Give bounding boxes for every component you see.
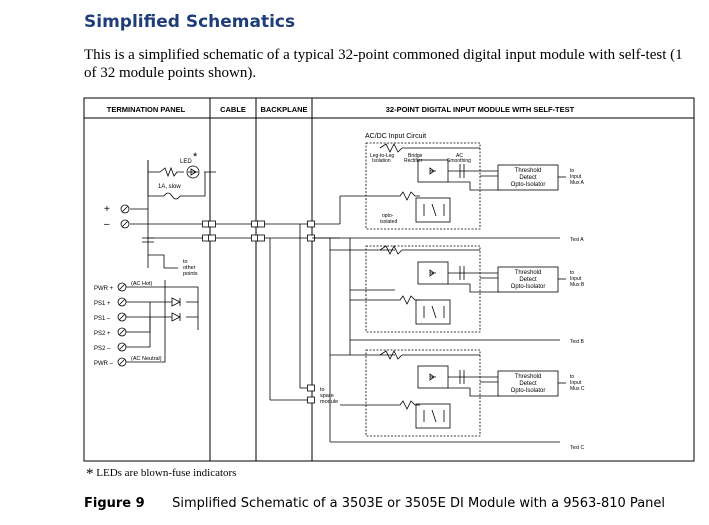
led-star: * bbox=[193, 151, 198, 163]
ps2-minus-label: PS2 – bbox=[94, 346, 111, 352]
ac-neutral-label: (AC Neutral) bbox=[131, 356, 162, 362]
opto-isolated-1: opto- bbox=[382, 213, 394, 219]
mux-b-1: to bbox=[570, 270, 574, 276]
test-a-label: Test A bbox=[570, 237, 584, 243]
test-b-label: Test B bbox=[570, 339, 585, 345]
threshold-box-c bbox=[497, 370, 559, 397]
fuse-label: 1A, slow bbox=[158, 184, 181, 190]
leg-isolation-1: Leg-to-Leg bbox=[370, 153, 394, 159]
mux-a-1: to bbox=[570, 168, 574, 174]
mux-c-2: Input bbox=[570, 380, 582, 386]
field-terminal-minus bbox=[120, 219, 130, 229]
header-backplane: BACKPLANE bbox=[260, 105, 307, 114]
threshold-c-1: Threshold bbox=[515, 374, 542, 380]
acdc-input-circuit-label: AC/DC Input Circuit bbox=[365, 133, 426, 140]
threshold-b-1: Threshold bbox=[515, 270, 542, 276]
threshold-box-b bbox=[497, 266, 559, 293]
led-label: LED bbox=[180, 159, 192, 165]
threshold-box-a bbox=[497, 164, 559, 191]
to-other-points-1: to bbox=[183, 259, 188, 265]
figure-number: Figure 9 bbox=[84, 496, 145, 511]
figure-title: Simplified Schematic of a 3503E or 3505E… bbox=[172, 496, 666, 511]
input-circuit-c bbox=[330, 349, 560, 443]
footnote-star: * bbox=[86, 466, 94, 482]
intro-paragraph: This is a simplified schematic of a typi… bbox=[84, 47, 683, 81]
figure-caption: Figure 9 Simplified Schematic of a 3503E… bbox=[84, 496, 665, 511]
signal-bus bbox=[148, 195, 395, 442]
mux-b-3: Mux B bbox=[570, 282, 585, 288]
mux-a-2: Input bbox=[570, 174, 582, 180]
bridge-rectifier-1: Bridge bbox=[408, 153, 423, 159]
field-terminal-plus bbox=[120, 204, 130, 214]
ps1-minus-label: PS1 – bbox=[94, 316, 111, 322]
ac-smoothing-2: Smoothing bbox=[447, 158, 471, 164]
footnote-text: LEDs are blown-fuse indicators bbox=[96, 467, 237, 479]
plus-sign: + bbox=[104, 204, 110, 215]
other-points-branch bbox=[142, 237, 178, 269]
opto-isolated-2: isolated bbox=[380, 219, 397, 225]
to-other-points-2: other bbox=[183, 265, 196, 271]
ac-hot-label: (AC Hot) bbox=[131, 281, 153, 287]
threshold-c-3: Opto-Isolator bbox=[511, 388, 546, 394]
pwr-minus-label: PWR – bbox=[94, 361, 114, 367]
to-spare-module-3: module bbox=[320, 399, 338, 405]
threshold-a-1: Threshold bbox=[515, 168, 542, 174]
to-spare-module-2: spare bbox=[320, 393, 334, 399]
mux-c-3: Mux C bbox=[570, 386, 585, 392]
ac-smoothing-1: AC bbox=[456, 153, 463, 159]
ps1-plus-label: PS1 + bbox=[94, 301, 111, 307]
mux-b-2: Input bbox=[570, 276, 582, 282]
header-termination-panel: TERMINATION PANEL bbox=[107, 105, 186, 114]
header-module: 32-POINT DIGITAL INPUT MODULE WITH SELF-… bbox=[386, 105, 575, 114]
footnote: * LEDs are blown-fuse indicators bbox=[86, 466, 236, 483]
threshold-c-2: Detect bbox=[519, 381, 537, 387]
ps2-plus-label: PS2 + bbox=[94, 331, 111, 337]
threshold-a-2: Detect bbox=[519, 175, 537, 181]
led-fuse-network bbox=[130, 160, 216, 240]
threshold-b-3: Opto-Isolator bbox=[511, 284, 546, 290]
input-circuit-a bbox=[312, 142, 560, 239]
to-other-points-3: points bbox=[183, 271, 198, 277]
input-circuit-b bbox=[350, 245, 560, 341]
mux-c-1: to bbox=[570, 374, 574, 380]
minus-sign: – bbox=[104, 219, 110, 230]
page-heading: Simplified Schematics bbox=[84, 12, 296, 32]
threshold-b-2: Detect bbox=[519, 277, 537, 283]
threshold-a-3: Opto-Isolator bbox=[511, 182, 546, 188]
test-c-label: Test C bbox=[570, 445, 585, 451]
pwr-plus-label: PWR + bbox=[94, 286, 114, 292]
power-wiring bbox=[126, 280, 199, 363]
bridge-rectifier-2: Rectifier bbox=[404, 158, 423, 164]
leg-isolation-2: Isolation bbox=[372, 158, 391, 164]
to-spare-module-1: to bbox=[320, 387, 325, 393]
header-cable: CABLE bbox=[220, 105, 246, 114]
mux-a-3: Mux A bbox=[570, 180, 585, 186]
